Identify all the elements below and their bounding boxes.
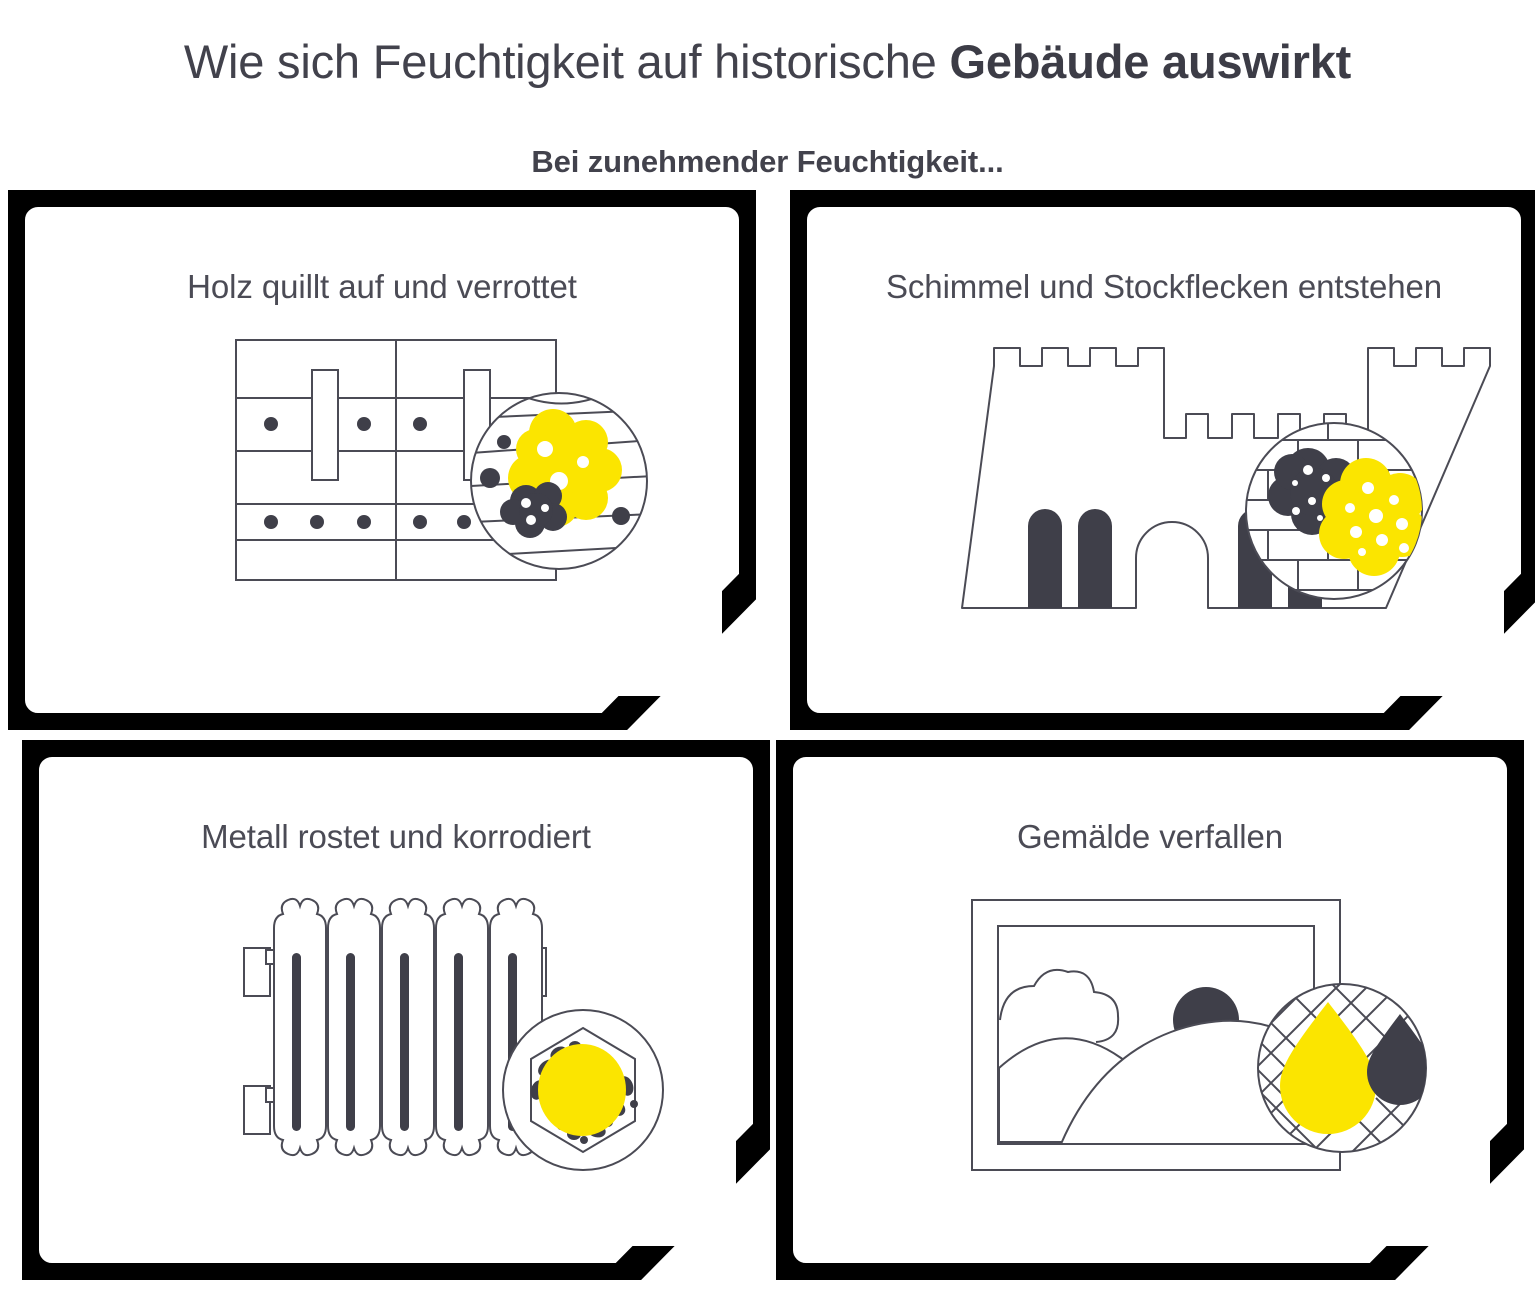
mold-on-brick-magnifier (1245, 422, 1423, 600)
card-title-wood: Holz quillt auf und verrottet (187, 268, 577, 305)
wood-planks-icon (8, 318, 756, 698)
castle-icon (790, 318, 1535, 698)
page-subtitle: Bei zunehmender Feuchtigkeit... (531, 144, 1004, 179)
framed-painting-icon (776, 868, 1524, 1248)
page-title: Wie sich Feuchtigkeit auf historische Ge… (0, 34, 1535, 89)
card-metal[interactable]: Metall rostet und korrodiert (22, 740, 770, 1280)
card-title-metal: Metall rostet und korrodiert (201, 818, 591, 855)
card-painting[interactable]: Gemälde verfallen (776, 740, 1524, 1280)
card-wood[interactable]: Holz quillt auf und verrottet (8, 190, 756, 730)
radiator-icon (22, 868, 770, 1248)
cards-grid: Holz quillt auf und verrottet (8, 190, 1535, 1285)
rusted-bolt-magnifier (502, 1009, 664, 1171)
card-title-mould: Schimmel und Stockflecken entstehen (886, 268, 1442, 305)
mold-on-wood-magnifier (470, 392, 648, 570)
page-title-light: Wie sich Feuchtigkeit auf historische (183, 35, 950, 88)
page-title-bold: Gebäude auswirkt (949, 35, 1352, 88)
card-mould[interactable]: Schimmel und Stockflecken entstehen (790, 190, 1535, 730)
card-title-painting: Gemälde verfallen (1016, 818, 1284, 855)
